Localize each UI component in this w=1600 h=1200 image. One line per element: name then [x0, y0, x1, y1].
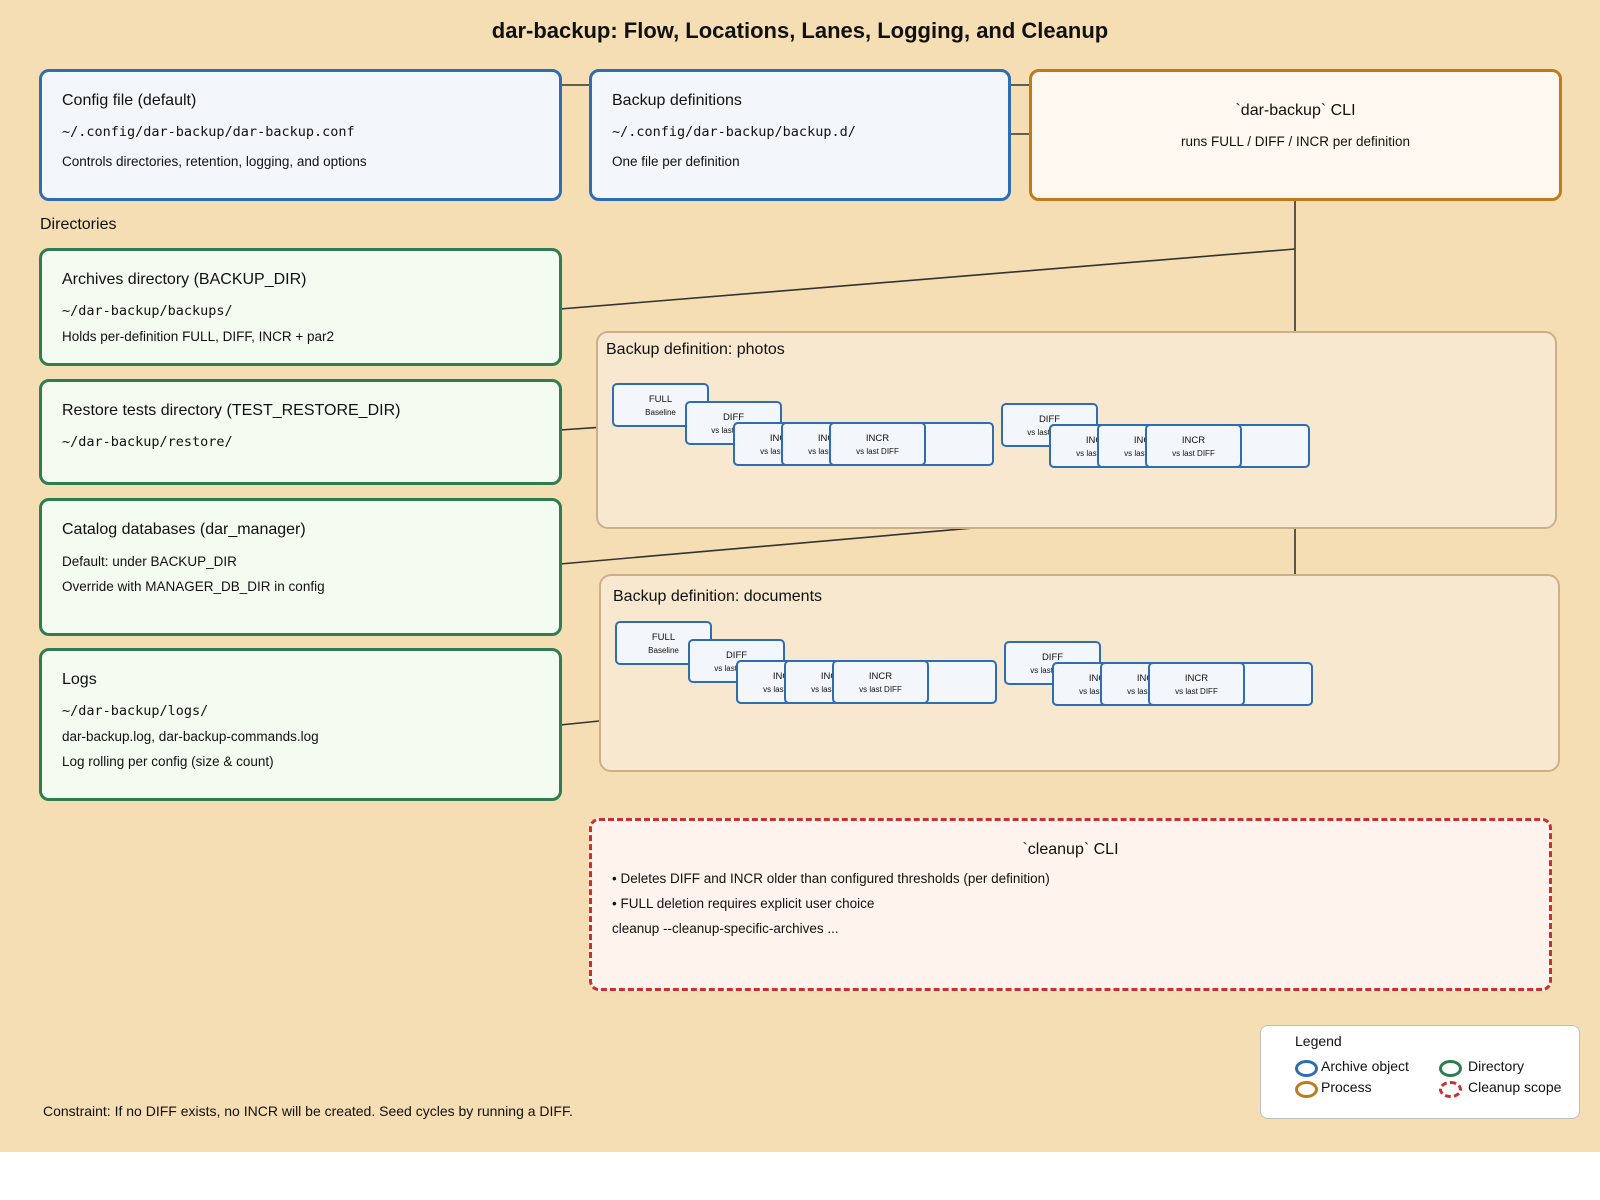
diagram-canvas: dar-backup: Flow, Locations, Lanes, Logg…	[0, 0, 1600, 1152]
cleanup-bullet-1: • Deletes DIFF and INCR older than confi…	[612, 871, 1050, 886]
archive-chip-label: FULL	[651, 632, 676, 643]
archive-chip-incr: INCR vs last DIFF	[1148, 662, 1245, 706]
constraint-note: Constraint: If no DIFF exists, no INCR w…	[43, 1103, 573, 1119]
archive-chip-sublabel: vs last DIFF	[1172, 449, 1215, 458]
backup-definitions-desc: One file per definition	[612, 154, 740, 169]
legend-directory-label: Directory	[1468, 1058, 1525, 1074]
legend: Legend Archive object Directory Process …	[1260, 1025, 1580, 1119]
archive-chip-label: DIFF	[725, 650, 748, 661]
catalog-databases-line1: Default: under BACKUP_DIR	[62, 554, 237, 569]
process-icon	[1295, 1081, 1318, 1098]
archive-object-icon	[1295, 1060, 1318, 1077]
restore-tests-path: ~/dar-backup/restore/	[62, 434, 233, 450]
dar-backup-cli-box: `dar-backup` CLI runs FULL / DIFF / INCR…	[1029, 69, 1562, 201]
restore-tests-title: Restore tests directory (TEST_RESTORE_DI…	[62, 402, 401, 419]
cleanup-cli-box: `cleanup` CLI • Deletes DIFF and INCR ol…	[589, 818, 1552, 991]
catalog-databases-title: Catalog databases (dar_manager)	[62, 521, 306, 538]
archive-chip-label: INCR	[1181, 435, 1206, 446]
archive-chip-sublabel: vs last DIFF	[1175, 687, 1218, 696]
cleanup-scope-icon	[1439, 1081, 1462, 1098]
archive-chip-label: INCR	[1184, 673, 1209, 684]
restore-tests-directory-box: Restore tests directory (TEST_RESTORE_DI…	[39, 379, 562, 485]
diagram-title: dar-backup: Flow, Locations, Lanes, Logg…	[491, 18, 1109, 43]
catalog-databases-box: Catalog databases (dar_manager) Default:…	[39, 498, 562, 636]
config-file-path: ~/.config/dar-backup/dar-backup.conf	[62, 124, 355, 140]
archive-chip-label: DIFF	[1041, 652, 1064, 663]
archive-chip-sublabel: Baseline	[645, 408, 676, 417]
cleanup-command: cleanup --cleanup-specific-archives ...	[612, 921, 839, 936]
legend-archive-label: Archive object	[1321, 1058, 1409, 1074]
config-file-title: Config file (default)	[62, 92, 197, 109]
archive-chip-label: INCR	[868, 671, 893, 682]
directories-label: Directories	[40, 216, 117, 233]
archive-chip-incr: INCR vs last DIFF	[832, 660, 929, 704]
logs-title: Logs	[62, 671, 97, 688]
logs-line1: dar-backup.log, dar-backup-commands.log	[62, 729, 319, 744]
dar-backup-cli-title: `dar-backup` CLI	[1235, 102, 1356, 119]
backup-definitions-box: Backup definitions ~/.config/dar-backup/…	[589, 69, 1011, 201]
logs-path: ~/dar-backup/logs/	[62, 703, 209, 719]
dar-backup-cli-desc: runs FULL / DIFF / INCR per definition	[1180, 134, 1411, 149]
cleanup-cli-title: `cleanup` CLI	[1022, 841, 1119, 858]
cleanup-bullet-2: • FULL deletion requires explicit user c…	[612, 896, 875, 911]
logs-directory-box: Logs ~/dar-backup/logs/ dar-backup.log, …	[39, 648, 562, 801]
directory-icon	[1439, 1060, 1462, 1077]
backup-definitions-path: ~/.config/dar-backup/backup.d/	[612, 124, 856, 140]
archive-chip-sublabel: vs last DIFF	[859, 685, 902, 694]
config-file-desc: Controls directories, retention, logging…	[62, 154, 367, 169]
archive-chip-label: FULL	[648, 394, 673, 405]
archive-chip-label: INCR	[865, 433, 890, 444]
config-file-box: Config file (default) ~/.config/dar-back…	[39, 69, 562, 201]
legend-title: Legend	[1295, 1033, 1342, 1049]
lane-photos-title: Backup definition: photos	[606, 341, 785, 358]
backup-definitions-title: Backup definitions	[612, 92, 742, 109]
archive-chip-sublabel: vs last DIFF	[856, 447, 899, 456]
archives-directory-desc: Holds per-definition FULL, DIFF, INCR + …	[62, 329, 334, 344]
archive-chip-incr: INCR vs last DIFF	[829, 422, 926, 466]
logs-line2: Log rolling per config (size & count)	[62, 754, 274, 769]
legend-process-label: Process	[1321, 1079, 1372, 1095]
legend-cleanup-label: Cleanup scope	[1468, 1079, 1562, 1095]
archive-chip-label: DIFF	[722, 412, 745, 423]
archives-directory-title: Archives directory (BACKUP_DIR)	[62, 271, 307, 288]
archive-chip-sublabel: Baseline	[648, 646, 679, 655]
archive-chip-label: DIFF	[1038, 414, 1061, 425]
archives-directory-path: ~/dar-backup/backups/	[62, 303, 233, 319]
archive-chip-incr: INCR vs last DIFF	[1145, 424, 1242, 468]
catalog-databases-line2: Override with MANAGER_DB_DIR in config	[62, 579, 325, 594]
connector-archives	[559, 248, 1296, 310]
archives-directory-box: Archives directory (BACKUP_DIR) ~/dar-ba…	[39, 248, 562, 366]
lane-documents-title: Backup definition: documents	[613, 588, 823, 605]
